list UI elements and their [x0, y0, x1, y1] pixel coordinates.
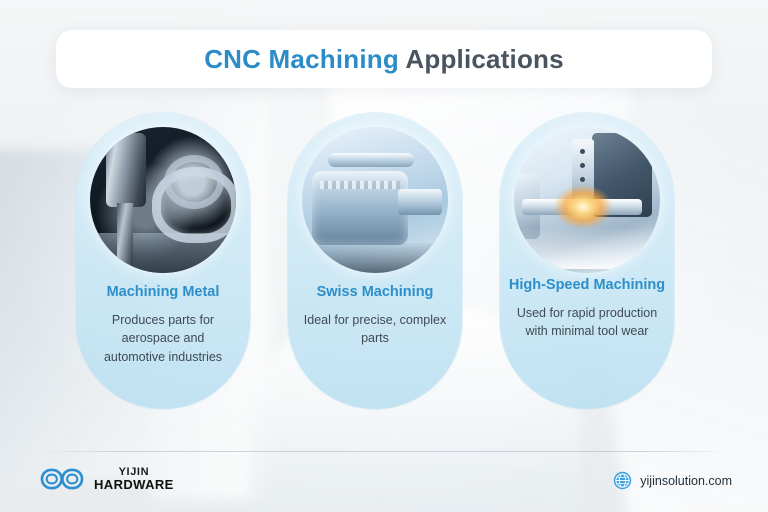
page-title: CNC Machining Applications	[204, 44, 564, 75]
brand-name-line2: HARDWARE	[94, 476, 174, 492]
footer: YIJIN HARDWARE yijinsolution.com	[0, 460, 768, 512]
card-image	[90, 127, 236, 273]
website-badge[interactable]: yijinsolution.com	[613, 471, 732, 490]
card-body: High-Speed Machining Used for rapid prod…	[504, 276, 670, 341]
card-body: Swiss Machining Ideal for precise, compl…	[292, 283, 458, 348]
card-description: Ideal for precise, complex parts	[303, 312, 447, 346]
photo-detail	[328, 153, 414, 167]
page-title-accent: CNC Machining	[204, 43, 399, 74]
photo-detail	[106, 133, 146, 269]
card-title: Machining Metal	[106, 284, 220, 300]
photo-detail	[302, 243, 448, 273]
photo-detail	[312, 171, 408, 245]
footer-divider	[40, 451, 728, 452]
card-description: Used for rapid production with minimal t…	[516, 305, 658, 339]
website-url: yijinsolution.com	[640, 473, 732, 488]
card-title: High-Speed Machining	[508, 277, 666, 293]
card-body: Machining Metal Produces parts for aeros…	[80, 283, 246, 366]
infinity-rings-icon	[40, 468, 84, 490]
card-image	[514, 127, 660, 273]
spark-glow	[554, 185, 612, 229]
card-title: Swiss Machining	[316, 284, 434, 300]
globe-icon	[614, 471, 632, 490]
card-image	[302, 127, 448, 273]
photo-detail	[514, 227, 660, 269]
title-banner: CNC Machining Applications	[56, 30, 712, 88]
brand-name-line1: YIJIN	[118, 465, 150, 478]
card-description: Produces parts for aerospace and automot…	[103, 312, 223, 364]
brand-text: YIJIN HARDWARE	[94, 465, 174, 492]
photo-detail	[164, 155, 224, 209]
photo-detail	[398, 189, 442, 215]
card-swiss-machining[interactable]: Swiss Machining Ideal for precise, compl…	[288, 113, 462, 409]
card-high-speed-machining[interactable]: High-Speed Machining Used for rapid prod…	[500, 113, 674, 409]
page-title-rest: Applications	[398, 43, 564, 74]
swiss-lathe-chuck-photo	[302, 127, 448, 273]
high-speed-cutting-spark-photo	[514, 127, 660, 273]
card-row: Machining Metal Produces parts for aeros…	[0, 113, 768, 413]
brand-logo[interactable]: YIJIN HARDWARE	[40, 466, 174, 492]
card-machining-metal[interactable]: Machining Metal Produces parts for aeros…	[76, 113, 250, 409]
cnc-milling-closeup-photo	[90, 127, 236, 273]
